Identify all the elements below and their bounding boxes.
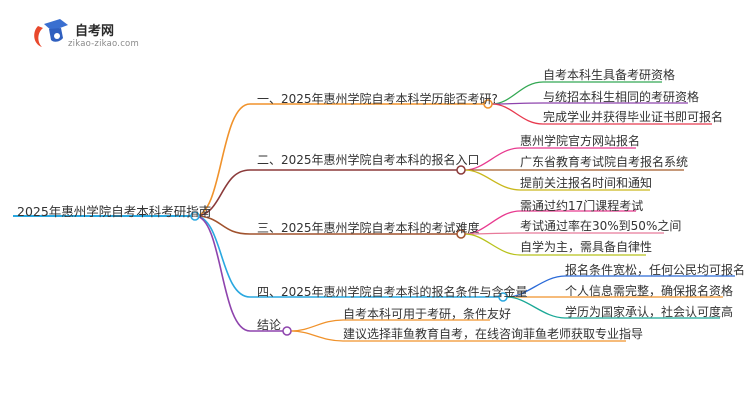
leaf-3-3[interactable]: 自学为主，需具备自律性 — [520, 240, 653, 254]
leaf-connector-4-3 — [506, 296, 720, 319]
leaf-2-3[interactable]: 提前关注报名时间和通知 — [520, 176, 653, 190]
branch-3-topic[interactable]: 三、2025年惠州学院自考本科的考试难度 — [257, 221, 480, 235]
branch-node-4[interactable] — [498, 292, 508, 302]
logo-title: 自考网 — [75, 24, 115, 39]
branch-connector-1 — [194, 103, 484, 217]
leaf-connector-4-1 — [506, 275, 735, 298]
logo-url: zikao-zikao.com — [68, 39, 139, 49]
leaf-4-2[interactable]: 个人信息需完整，确保报名资格 — [565, 284, 734, 298]
leaf-1-3[interactable]: 完成学业并获得毕业证书即可报名 — [543, 110, 724, 124]
leaf-connector-2-3 — [464, 169, 650, 191]
leaf-connector-1-1 — [491, 81, 662, 105]
leaf-connector-1-3 — [491, 103, 712, 125]
graduation-cap-logo-icon — [30, 16, 70, 52]
leaf-2-1[interactable]: 惠州学院官方网站报名 — [520, 134, 641, 148]
root-node[interactable] — [190, 211, 200, 221]
branch-1-topic[interactable]: 一、2025年惠州学院自考本科学历能否考研? — [257, 92, 498, 106]
leaf-1-2[interactable]: 与统招本科生相同的考研资格 — [543, 90, 700, 104]
leaf-connector-5-1 — [290, 319, 490, 332]
leaf-1-1[interactable]: 自考本科生具备考研资格 — [543, 68, 676, 82]
branch-connector-2 — [194, 169, 457, 217]
leaf-3-2[interactable]: 考试通过率在30%到50%之间 — [520, 219, 682, 233]
branch-2-topic[interactable]: 二、2025年惠州学院自考本科的报名入口 — [257, 153, 480, 167]
leaf-connector-3-3 — [464, 233, 646, 256]
leaf-2-2[interactable]: 广东省教育考试院自考报名系统 — [520, 155, 689, 169]
leaf-5-1[interactable]: 自考本科可用于考研，条件友好 — [343, 307, 512, 321]
root-topic[interactable]: 2025年惠州学院自考本科考研指南 — [17, 204, 212, 219]
leaf-connector-2-1 — [464, 147, 636, 171]
leaf-5-2[interactable]: 建议选择菲鱼教育自考，在线咨询菲鱼老师获取专业指导 — [343, 327, 644, 341]
branch-node-5[interactable] — [282, 326, 292, 336]
branch-node-1[interactable] — [483, 99, 493, 109]
branch-node-2[interactable] — [456, 165, 466, 175]
branch-connector-3 — [194, 215, 457, 235]
leaf-connector-3-1 — [464, 210, 636, 235]
branch-node-3[interactable] — [456, 229, 466, 239]
leaf-connector-5-2 — [290, 330, 626, 342]
leaf-4-1[interactable]: 报名条件宽松，任何公民均可报名 — [565, 263, 746, 277]
leaf-4-3[interactable]: 学历为国家承认，社会认可度高 — [565, 305, 734, 319]
branch-4-topic[interactable]: 四、2025年惠州学院自考本科的报名条件与含金量 — [257, 285, 528, 299]
branch-connector-5 — [194, 215, 283, 332]
leaf-3-1[interactable]: 需通过约17门课程考试 — [520, 199, 644, 213]
branch-5-topic[interactable]: 结论 — [257, 318, 282, 332]
leaf-connector-3-2 — [464, 232, 664, 235]
